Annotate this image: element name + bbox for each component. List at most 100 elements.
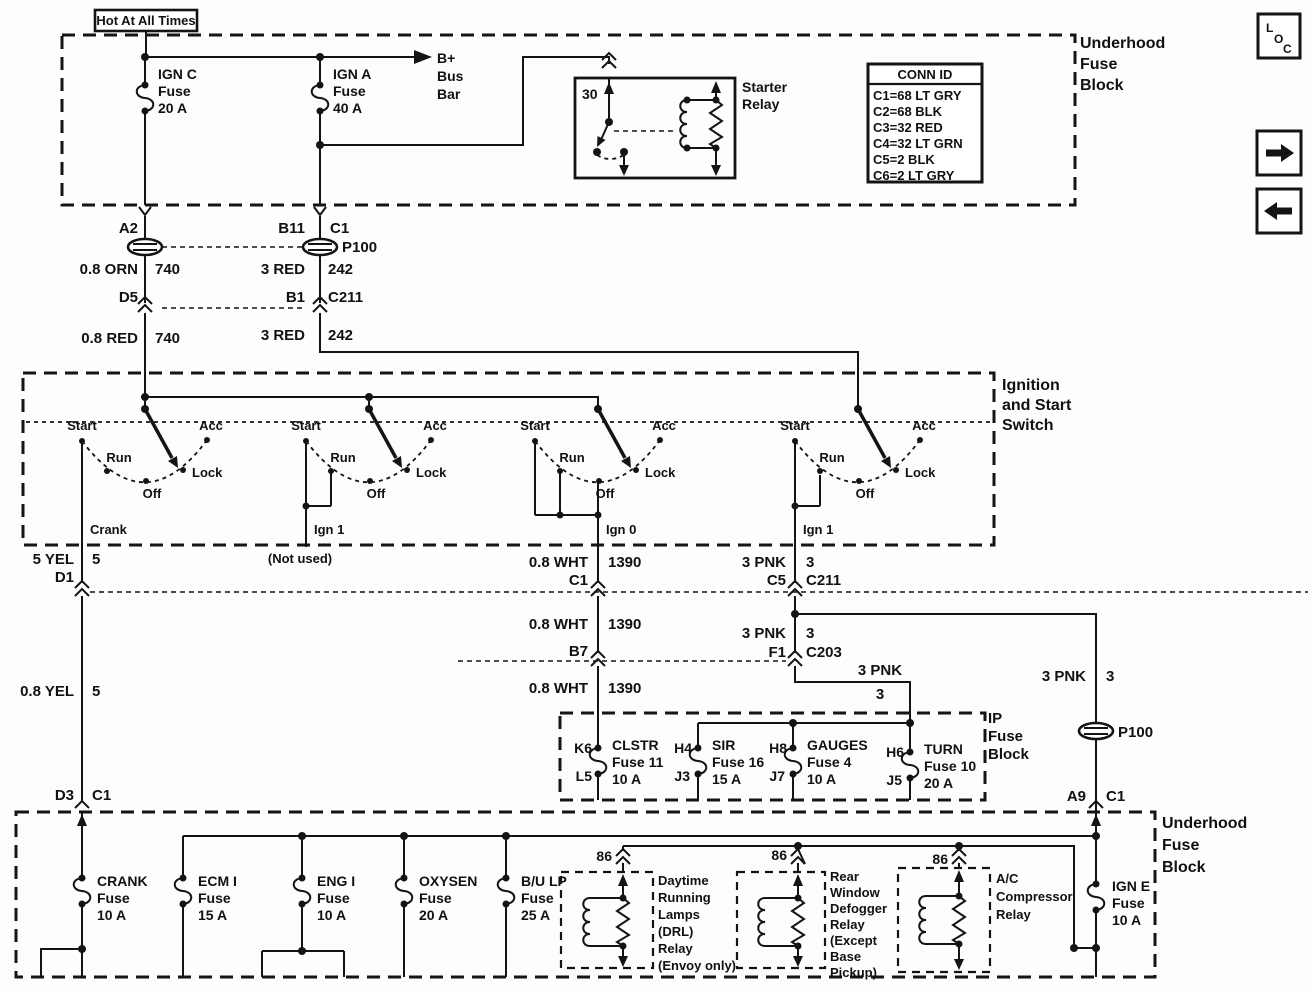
- conn-id-table: CONN ID C1=68 LT GRY C2=68 BLK C3=32 RED…: [866, 62, 984, 184]
- pin-j7: J7: [769, 768, 785, 784]
- fuse-crank: CRANK Fuse 10 A: [97, 873, 148, 923]
- fuse-oxysen: OXYSEN Fuse 20 A: [419, 873, 477, 923]
- gauges-name: GAUGES: [807, 737, 868, 753]
- p100-lens-right: [1077, 721, 1115, 741]
- pos-acc: Acc: [423, 418, 447, 433]
- igne-name: IGN E: [1112, 878, 1150, 894]
- pos-run: Run: [559, 450, 584, 465]
- wire-orn-gauge: 0.8 ORN: [80, 261, 138, 278]
- wire-yel08-gauge: 0.8 YEL: [20, 683, 74, 700]
- wire-yel5-gauge: 5 YEL: [33, 551, 74, 568]
- connector-c203: C203: [806, 644, 842, 661]
- conn-id-row: C3=32 RED: [873, 120, 943, 135]
- underhood-fuse-block-bottom-outline: [14, 810, 1157, 979]
- connector-p100-right: P100: [1118, 724, 1153, 741]
- right-arrow-icon: [1266, 144, 1294, 162]
- terminal-86-drl: 86: [596, 848, 612, 864]
- conn-id-row: C6=2 LT GRY: [873, 168, 955, 183]
- fuse-element-crank: [72, 877, 92, 905]
- conn-id-row: C2=68 BLK: [873, 104, 943, 119]
- bulp-name: B/U LP: [521, 873, 567, 889]
- starter-relay-label-1: Starter: [742, 79, 788, 95]
- turn-name: TURN: [924, 741, 963, 757]
- ac-relay-internals: [918, 870, 967, 970]
- ignition-switch-label-2: and Start: [1002, 397, 1072, 414]
- wire-pnkb-gauge: 3 PNK: [742, 625, 786, 642]
- sir-fuse: Fuse 16: [712, 754, 764, 770]
- pos-start: Start: [520, 418, 550, 433]
- drl-line: Running: [658, 890, 711, 905]
- fuse-ecm-i: ECM I Fuse 15 A: [198, 873, 237, 923]
- oxysen-fuse: Fuse: [419, 890, 452, 906]
- prev-page-button[interactable]: [1255, 187, 1303, 235]
- connector-p100-top: P100: [342, 239, 377, 256]
- pin-l5: L5: [576, 768, 593, 784]
- fuse-sir: H4 J3 SIR Fuse 16 15 A: [674, 737, 764, 787]
- gauges-fuse: Fuse 4: [807, 754, 852, 770]
- pos-lock: Lock: [416, 465, 447, 480]
- loc-letter-c: C: [1283, 42, 1292, 56]
- drl-line: Lamps: [658, 907, 700, 922]
- pos-off: Off: [856, 486, 875, 501]
- starter-relay-label-2: Relay: [742, 96, 780, 112]
- drl-line: (DRL): [658, 924, 693, 939]
- underhood-bottom-label-1: Underhood: [1162, 815, 1247, 832]
- gauges-amps: 10 A: [807, 771, 836, 787]
- fuse-element-sir: [688, 747, 708, 775]
- pos-lock: Lock: [192, 465, 223, 480]
- wire-pnkc-circuit: 3: [876, 686, 884, 703]
- pos-acc: Acc: [199, 418, 223, 433]
- underhood-bottom-block: Underhood Fuse Block CRANK Fuse 10 A ECM…: [97, 815, 1247, 980]
- underhood-top-label-3: Block: [1080, 77, 1124, 94]
- eng-amps: 10 A: [317, 907, 346, 923]
- fuse-element-turn: [900, 751, 920, 779]
- defog-line: Rear: [830, 869, 859, 884]
- wire-pnkd-gauge: 3 PNK: [1042, 668, 1086, 685]
- fuse-element-ign-c: [135, 84, 155, 112]
- pin-d5: D5: [119, 289, 138, 306]
- pin-d3: D3: [55, 787, 74, 804]
- p100-connector-symbols: [126, 237, 1115, 741]
- sir-name: SIR: [712, 737, 735, 753]
- pin-c1-d3: C1: [92, 787, 111, 804]
- left-arrow-icon: [1264, 202, 1292, 220]
- ignition-switch-label-1: Ignition: [1002, 377, 1060, 394]
- defogger-relay-internals: [757, 874, 806, 967]
- ign-c-amps: 20 A: [158, 100, 187, 116]
- conn-id-header: CONN ID: [898, 67, 953, 82]
- loc-button[interactable]: L O C: [1256, 12, 1302, 60]
- igne-amps: 10 A: [1112, 912, 1141, 928]
- underhood-bottom-label-3: Block: [1162, 859, 1206, 876]
- output-ign1-a: Ign 1: [314, 522, 344, 537]
- pin-b7: B7: [569, 643, 588, 660]
- crank-name: CRANK: [97, 873, 148, 889]
- pin-c1-mid: C1: [569, 572, 588, 589]
- drl-line: Relay: [658, 941, 693, 956]
- next-page-button[interactable]: [1255, 129, 1303, 177]
- switch-wafer-4: Start Run Off Lock Acc: [780, 405, 936, 501]
- fuse-element-clstr: [588, 747, 608, 775]
- fuse-element-ign-a: [310, 84, 330, 112]
- ac-relay-caption: A/C Compressor Relay: [996, 871, 1073, 922]
- underhood-top-label-1: Underhood: [1080, 35, 1165, 52]
- underhood-top-block: Underhood Fuse Block IGN C Fuse 20 A IGN…: [158, 35, 1165, 116]
- pos-start: Start: [780, 418, 810, 433]
- wire-red3a-circuit: 242: [328, 261, 353, 278]
- wire-red08-circuit: 740: [155, 330, 180, 347]
- pos-start: Start: [67, 418, 97, 433]
- wire-pnka-gauge: 3 PNK: [742, 554, 786, 571]
- eng-name: ENG I: [317, 873, 355, 889]
- ip-fuse-block-outline: [558, 711, 987, 802]
- junction-dots: [78, 53, 1100, 955]
- block-outlines: [14, 33, 1157, 979]
- defog-line: Relay: [830, 917, 865, 932]
- wire-orn-circuit: 740: [155, 261, 180, 278]
- wire-pnka-circuit: 3: [806, 554, 814, 571]
- hot-at-all-times-label: Hot At All Times: [96, 13, 195, 28]
- ignition-switch-label-3: Switch: [1002, 417, 1054, 434]
- not-used-label: (Not used): [268, 551, 332, 566]
- drl-line: Daytime: [658, 873, 709, 888]
- bulp-fuse: Fuse: [521, 890, 554, 906]
- output-ign1-b: Ign 1: [803, 522, 833, 537]
